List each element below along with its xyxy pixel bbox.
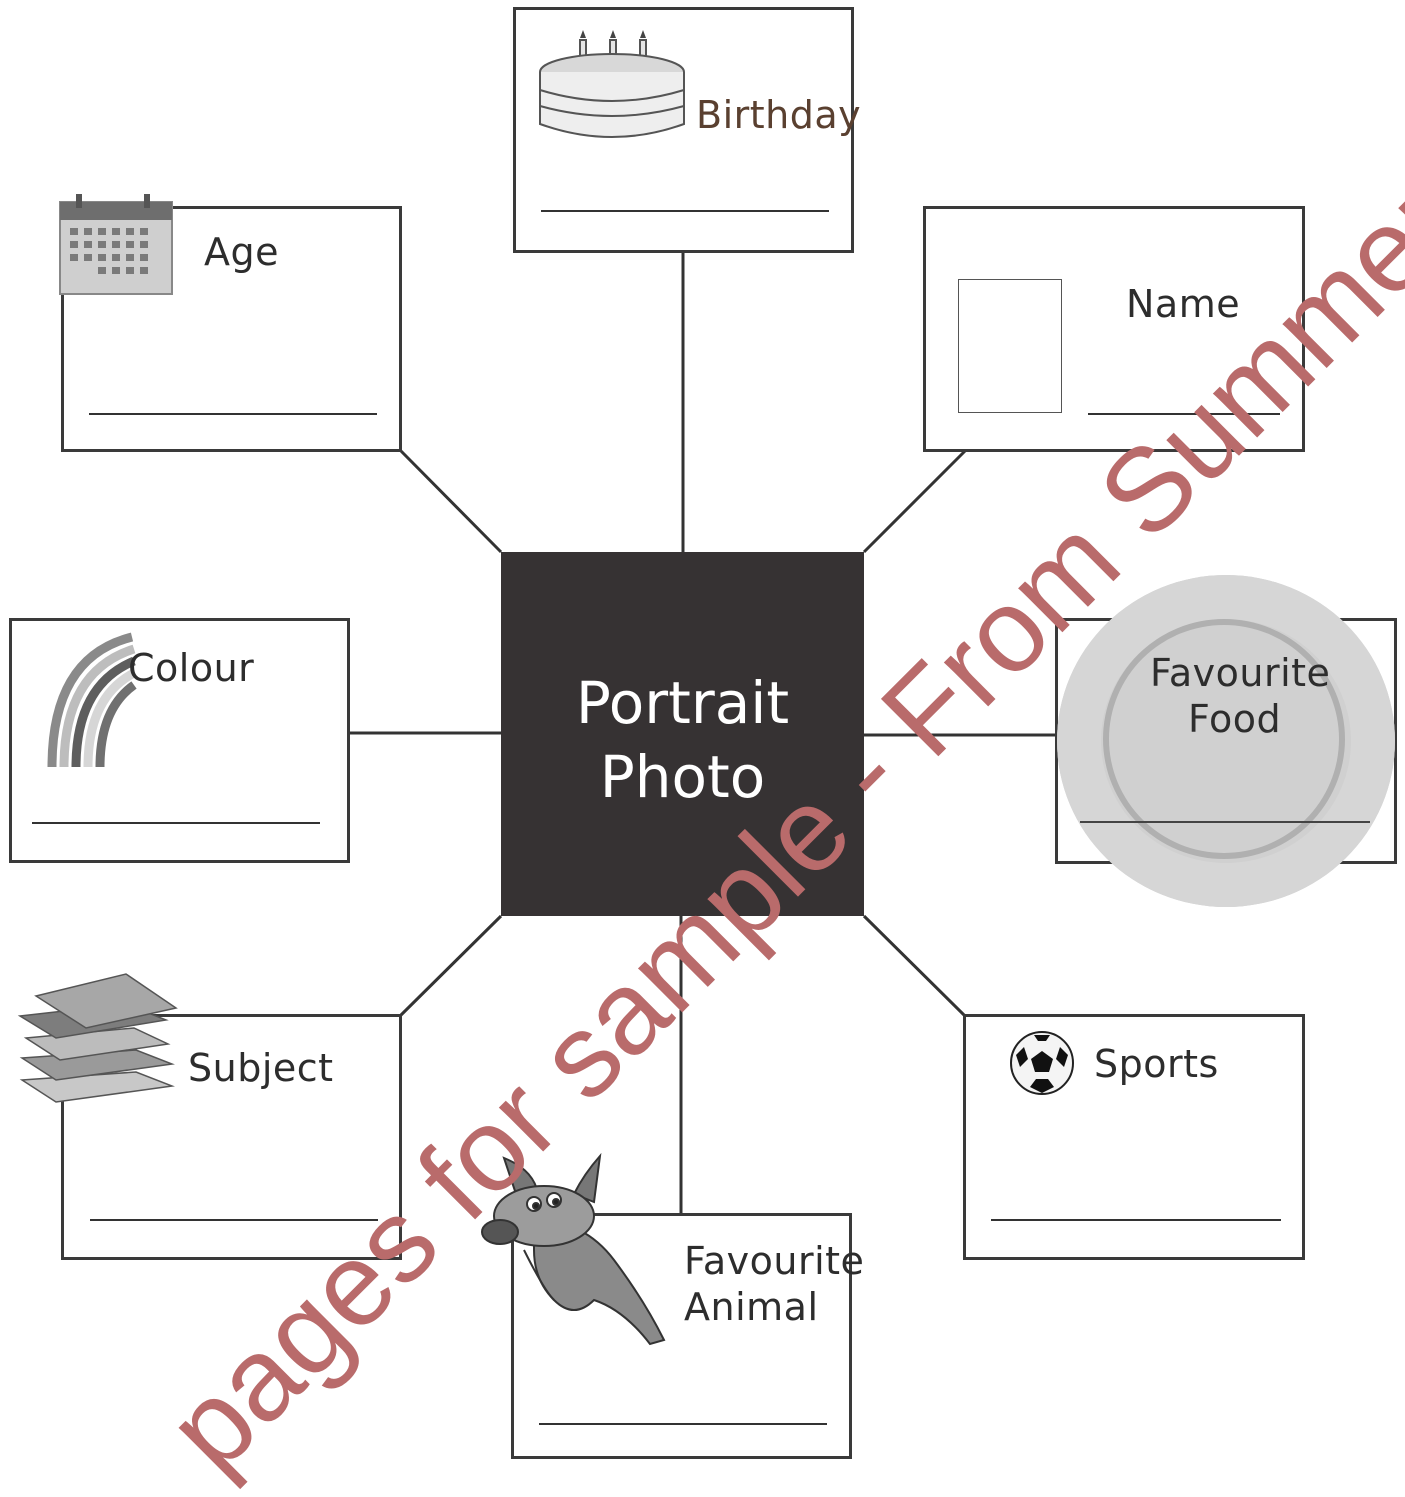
connector-age [399, 449, 503, 554]
calendar-icon [59, 194, 173, 295]
portrait-mind-map: Birthday Age Name [9, 0, 1405, 1496]
rainbow-icon [47, 632, 137, 768]
connector-subject [399, 914, 503, 1017]
age-label: Age [204, 230, 279, 274]
name-label: Name [1126, 282, 1241, 326]
connector-lines [349, 252, 1057, 1214]
portrait-title-line2: Photo [599, 743, 766, 811]
sports-label: Sports [1094, 1042, 1219, 1086]
connector-sports [862, 914, 967, 1018]
age-answer-line [89, 413, 377, 415]
subject-answer-line [90, 1219, 378, 1221]
name-answer-line [1088, 413, 1280, 415]
portrait-photo-box: Portrait Photo [501, 552, 864, 916]
birthday-box: Birthday [513, 7, 861, 253]
dog-icon [481, 1152, 666, 1346]
books-icon [17, 973, 178, 1103]
favourite-food-label-line1: Favourite [1150, 651, 1331, 695]
favourite-animal-label-line1: Favourite [684, 1239, 865, 1283]
subject-label: Subject [188, 1046, 334, 1090]
name-box: Name [923, 206, 1305, 452]
favourite-animal-label-line2: Animal [684, 1285, 819, 1329]
sports-answer-line [991, 1219, 1281, 1221]
birthday-answer-line [541, 210, 829, 212]
photo-frame-icon [958, 279, 1062, 413]
colour-label: Colour [128, 646, 255, 690]
plate-icon [1057, 575, 1395, 907]
sports-box: Sports [963, 1014, 1305, 1260]
favourite-animal-answer-line [539, 1423, 827, 1425]
portrait-title-line1: Portrait [575, 669, 790, 737]
favourite-food-label-line2: Food [1188, 697, 1282, 741]
favourite-animal-box: Favourite Animal [511, 1213, 864, 1459]
connector-name [862, 449, 967, 554]
colour-box: Colour [9, 618, 350, 863]
soccer-ball-icon [1010, 1031, 1074, 1095]
colour-answer-line [32, 822, 320, 824]
birthday-label: Birthday [696, 93, 862, 137]
favourite-food-answer-line [1080, 821, 1370, 823]
cake-icon [539, 30, 685, 138]
